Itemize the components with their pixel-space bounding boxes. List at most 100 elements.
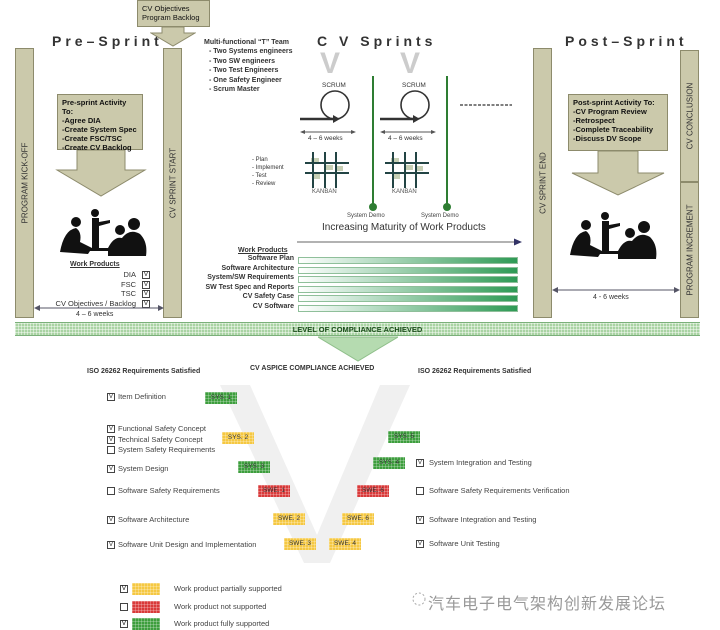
unchecked-checkbox-icon[interactable] — [416, 487, 424, 496]
checked-checkbox-icon[interactable]: V — [416, 459, 424, 468]
legend-label: Work product fully supported — [174, 619, 270, 628]
team-line: - Two Test Engineers — [209, 67, 279, 75]
activity-line: Post-sprint Activity To: — [573, 98, 655, 107]
team-line: - One Safety Engineer — [209, 76, 282, 84]
aspice-badge-partial: SWE. 6 — [342, 513, 374, 525]
activity-line: -CV Program Review — [573, 107, 647, 116]
checked-checkbox-icon[interactable]: V — [416, 540, 424, 549]
aspice-badge-none: SWE. 1 — [258, 485, 290, 497]
item-label: Item Definition — [118, 392, 166, 401]
kanban-step: - Test — [252, 173, 267, 179]
checked-checkbox-icon[interactable]: V — [416, 516, 424, 525]
sprint-work-product-label: Software Architecture — [221, 264, 294, 272]
box-line: Program Backlog — [142, 13, 200, 22]
sprint-boundary-line — [372, 76, 374, 206]
kanban-board-icon — [305, 152, 349, 193]
maturity-bar — [298, 266, 518, 274]
maturity-bar — [298, 257, 518, 264]
aspice-badge-none: SWE. 6 — [357, 485, 389, 497]
maturity-arrow-icon — [297, 238, 522, 246]
aspice-header: CV ASPICE COMPLIANCE ACHIEVED — [250, 365, 375, 372]
checked-checkbox-icon[interactable]: V — [107, 465, 115, 474]
item-label: Software Safety Requirements — [118, 486, 220, 495]
legend-swatch-partial — [132, 583, 160, 595]
sprint-duration-label: 4 – 6 weeks — [308, 135, 343, 142]
iso-left-item: System Safety Requirements — [107, 445, 216, 455]
aspice-badge-partial: SYS. 2 — [222, 432, 254, 444]
kanban-board-icon — [385, 152, 429, 193]
item-label: Software Safety Requirements Verificatio… — [429, 486, 570, 495]
checked-checkbox-icon[interactable]: V — [107, 541, 115, 550]
meeting-silhouette-icon — [60, 209, 147, 256]
activity-line: -Create CV Backlog — [62, 143, 132, 152]
v-model-icon: V — [400, 47, 421, 80]
checked-checkbox-icon: V — [120, 585, 128, 593]
unchecked-checkbox-icon[interactable] — [107, 446, 115, 455]
system-demo-dot — [443, 203, 451, 211]
cv-sprints-title: C V Sprints — [317, 33, 437, 49]
sprint-boundary-line — [446, 76, 448, 206]
activity-line: -Discuss DV Scope — [573, 134, 642, 143]
sprint-duration-label: 4 – 6 weeks — [388, 135, 423, 142]
item-label: System Safety Requirements — [118, 445, 216, 454]
team-list: Multi-functional “T” Team- Two Systems e… — [204, 38, 293, 94]
iso-right-item: V Software Unit Testing — [416, 539, 500, 549]
team-line: - Scrum Master — [209, 86, 260, 94]
sprint-work-products-title: Work Products — [238, 247, 288, 254]
work-product-label: FSC — [121, 279, 136, 289]
program-increment-bar: PROGRAM INCREMENT — [680, 182, 699, 318]
maturity-bar — [298, 285, 518, 293]
cv-sprint-end-bar: CV SPRINT END — [533, 48, 552, 318]
program-kickoff-bar: PROGRAM KICK-OFF — [15, 48, 34, 318]
cv-sprint-start-bar: CV SPRINT START — [163, 48, 182, 318]
kanban-label: KANBAN — [312, 189, 337, 195]
bar-label: CV CONCLUSION — [685, 82, 694, 150]
iso-left-item: Software Safety Requirements — [107, 486, 220, 496]
checked-checkbox-icon[interactable]: V — [107, 393, 115, 402]
aspice-badge-partial: SWE. 3 — [284, 538, 316, 550]
team-line: - Two SW engineers — [209, 57, 275, 65]
more-sprints-dashes — [460, 104, 512, 106]
maturity-bar — [298, 295, 518, 303]
activity-line: -Create System Spec — [62, 125, 137, 134]
scrum-label: SCRUM — [322, 82, 346, 89]
checked-checkbox-icon[interactable]: V — [107, 425, 115, 434]
checked-checkbox-icon: V — [120, 620, 128, 628]
scrum-label: SCRUM — [402, 82, 426, 89]
cv-conclusion-bar: CV CONCLUSION — [680, 50, 699, 182]
item-label: Software Unit Testing — [429, 539, 500, 548]
kanban-step: - Implement — [252, 165, 284, 171]
aspice-badge-full: SYS. 3 — [238, 461, 270, 473]
maturity-bar — [298, 276, 518, 284]
checked-checkbox-icon[interactable]: V — [107, 436, 115, 445]
legend-label: Work product partially supported — [174, 584, 282, 593]
v-model-watermark — [220, 385, 410, 563]
checked-checkbox-icon: V — [142, 280, 150, 289]
item-label: System Integration and Testing — [429, 458, 532, 467]
legend-label: Work product not supported — [174, 601, 267, 611]
sprint-work-product-label: CV Software — [252, 303, 294, 310]
aspice-badge-full: SYS. 1 — [205, 392, 237, 404]
right-iso-header: ISO 26262 Requirements Satisfied — [418, 368, 532, 375]
team-line: - Two Systems engineers — [209, 48, 293, 56]
sprint-work-product-label: Software Plan — [247, 255, 294, 262]
compliance-band: LEVEL OF COMPLIANCE ACHIEVED — [15, 322, 700, 336]
checked-checkbox-icon: V — [142, 299, 150, 308]
item-label: Functional Safety Concept — [118, 424, 206, 433]
work-product-item: FSC V — [30, 280, 150, 290]
post-sprint-title: Post–Sprint — [565, 33, 688, 49]
unchecked-checkbox-icon[interactable] — [107, 487, 115, 496]
pre-sprint-activity-box: Pre-sprint Activity To:-Agree DIA-Create… — [57, 94, 143, 152]
activity-line: -Complete Traceability — [573, 125, 654, 134]
item-label: Software Architecture — [118, 515, 190, 524]
item-label: Technical Safety Concept — [118, 435, 203, 444]
down-arrow-icon — [55, 150, 147, 197]
maturity-label: Increasing Maturity of Work Products — [322, 222, 486, 233]
checked-checkbox-icon[interactable]: V — [107, 516, 115, 525]
